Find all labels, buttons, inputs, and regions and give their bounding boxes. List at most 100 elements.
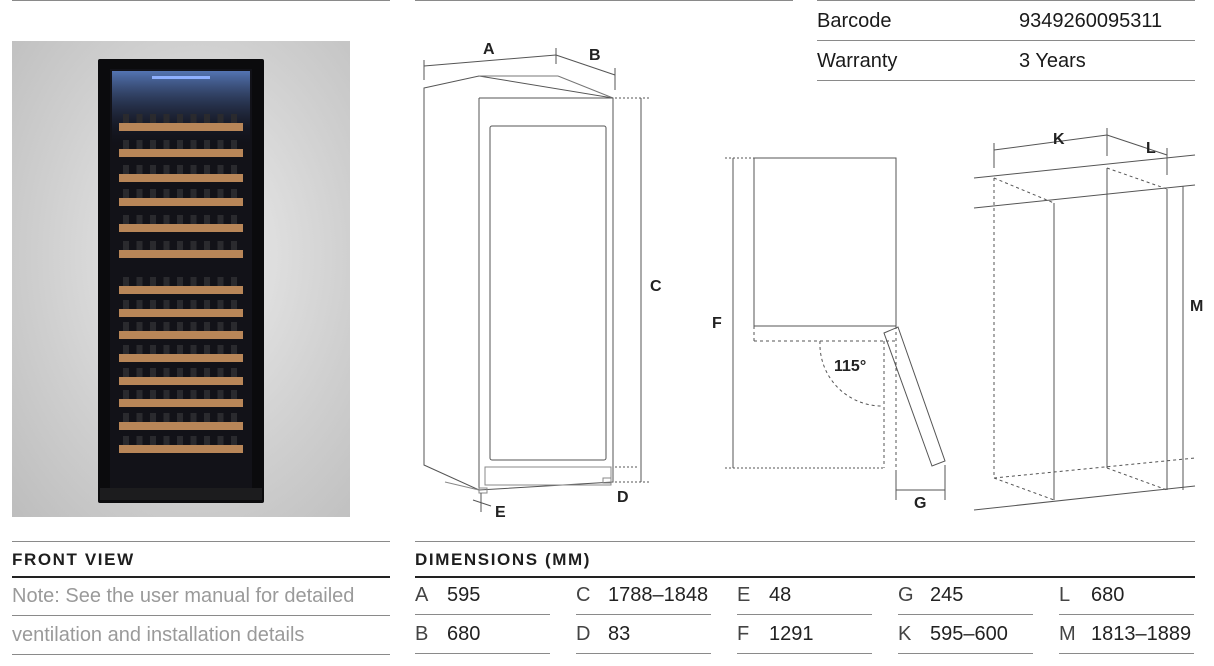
bottle-neck [136,277,143,286]
bottle-neck [231,390,237,399]
dim-value: 1788–1848 [608,584,709,606]
front-view-title: FRONT VIEW [12,550,135,569]
bottle-neck [136,436,143,445]
bottle-neck [190,114,197,123]
bottle-neck [231,277,237,286]
dim-value: 595–600 [930,623,1008,645]
bottle-neck [136,241,143,250]
bottle-neck [136,189,143,198]
bottle-neck [163,300,170,309]
bottle-neck [123,277,129,286]
label-m: M [1190,298,1203,315]
bottle-neck [190,322,197,331]
bottle-neck [204,345,210,354]
bottle-neck [123,140,129,149]
bottle-neck [217,215,224,224]
bottle-neck [231,215,237,224]
bottle-neck [136,368,143,377]
bottle-neck [190,300,197,309]
bottle-neck [136,413,143,422]
label-e: E [495,504,506,521]
bottle-neck [177,345,183,354]
bottle-neck [217,390,224,399]
bottle-neck [150,390,156,399]
bottle-neck [177,215,183,224]
bottle-neck [163,165,170,174]
label-a: A [483,41,495,58]
bottle-neck [150,300,156,309]
dim-letter: M [1059,623,1076,645]
bottle-neck [190,140,197,149]
bottle-neck [163,345,170,354]
dim-letter: L [1059,584,1071,606]
dim-letter: B [415,623,429,645]
bottle-neck [150,140,156,149]
top-rule-left [12,0,390,1]
wine-shelf [119,123,243,131]
bottle-neck [163,277,170,286]
bottle-neck [123,368,129,377]
bottle-neck [150,165,156,174]
bottle-neck [231,300,237,309]
dimensions-title: DIMENSIONS (MM) [415,550,592,569]
bottle-neck [204,241,210,250]
dim-cell-a: A 595 [415,576,550,615]
dim-value: 680 [447,623,481,645]
bottle-neck [163,189,170,198]
wine-shelf [119,286,243,294]
bottle-neck [150,277,156,286]
wine-shelf [119,174,243,182]
spec-value: 3 Years [1019,50,1086,72]
bottle-neck [150,189,156,198]
bottle-neck [177,165,183,174]
bottle-neck [190,413,197,422]
bottle-neck [123,189,129,198]
bottle-neck [190,277,197,286]
product-photo [12,41,350,517]
dim-letter: A [415,584,429,606]
bottle-neck [217,165,224,174]
bottle-neck [217,413,224,422]
note-line-1: Note: See the user manual for detailed [12,585,355,607]
bottle-neck [123,300,129,309]
bottle-neck [190,390,197,399]
bottle-neck [217,345,224,354]
bottle-neck [204,390,210,399]
note-line-2: ventilation and installation details [12,624,305,646]
spec-row-barcode: Barcode 9349260095311 [817,1,1195,41]
wine-shelf [119,445,243,453]
top-rule-right [817,0,1195,1]
bottle-neck [150,436,156,445]
bottle-neck [204,277,210,286]
wine-shelf [119,377,243,385]
bottle-neck [163,322,170,331]
bottle-neck [123,322,129,331]
bottle-neck [231,345,237,354]
bottle-neck [177,413,183,422]
bottle-neck [163,241,170,250]
dim-cell-k: K 595–600 [898,615,1033,654]
bottle-neck [217,189,224,198]
bottle-neck [217,140,224,149]
bottle-neck [136,345,143,354]
bottle-neck [123,436,129,445]
dim-cell-m: M 1813–1889 [1059,615,1194,654]
bottle-neck [204,300,210,309]
bottle-neck [163,413,170,422]
bottle-neck [123,413,129,422]
bottle-neck [231,436,237,445]
bottle-neck [177,436,183,445]
note-rule-1 [12,615,390,616]
bottle-neck [231,241,237,250]
bottle-neck [136,165,143,174]
wine-shelf [119,309,243,317]
front-view-rule [12,576,390,578]
bottle-neck [123,345,129,354]
bottle-neck [231,140,237,149]
label-f: F [712,315,722,332]
bottle-neck [231,189,237,198]
bottle-neck [123,165,129,174]
dimensions-rule-top [415,541,1195,542]
bottle-neck [177,390,183,399]
bottle-neck [217,300,224,309]
